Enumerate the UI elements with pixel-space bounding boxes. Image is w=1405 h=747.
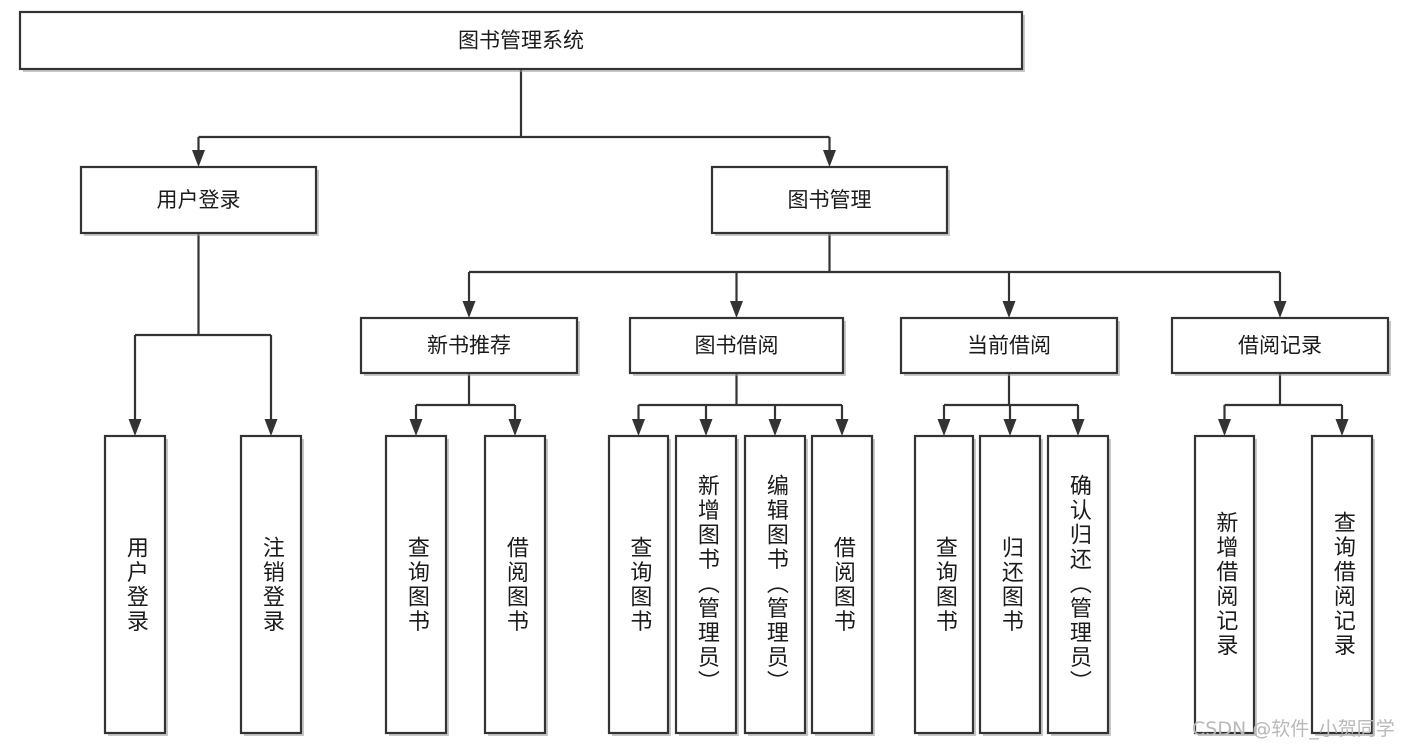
node-box-leaf_cur_2 (1046, 434, 1110, 735)
arrow-head-icon (128, 419, 142, 436)
arrow-head-icon (632, 419, 645, 436)
arrow-head-icon (937, 419, 951, 436)
node-box-l3_1 (628, 316, 845, 375)
connector-group-l3_3 (1218, 373, 1349, 436)
arrow-head-icon (823, 150, 836, 167)
node-box-leaf_rec_1 (1310, 434, 1374, 735)
node-box-leaf_borrow_0 (607, 434, 670, 735)
node-box-leaf_borrow_1 (674, 434, 738, 735)
arrow-head-icon (699, 419, 713, 436)
node-box-leaf_new_1 (483, 434, 547, 735)
node-box-layer (18, 10, 1391, 736)
arrow-head-icon (768, 419, 782, 436)
node-box-leaf_login_1 (239, 434, 303, 735)
arrow-head-icon (1071, 419, 1085, 436)
node-box-leaf_login_0 (103, 434, 167, 735)
arrow-head-icon (1335, 419, 1349, 436)
node-label-l3_1: 图书借阅 (695, 334, 779, 358)
arrow-head-icon (1003, 419, 1017, 436)
node-box-l3_2 (899, 316, 1119, 375)
node-box-l2_0 (79, 165, 318, 235)
connector-group-l2_1 (462, 233, 1287, 318)
connector-group-l2_0 (128, 233, 278, 436)
node-box-leaf_borrow_3 (810, 434, 874, 735)
node-box-leaf_new_0 (384, 434, 448, 735)
node-box-root (18, 10, 1024, 71)
arrow-head-icon (1002, 301, 1016, 318)
node-label-l3_2: 当前借阅 (967, 334, 1051, 358)
connector-group-l3_0 (409, 373, 522, 436)
arrow-head-icon (409, 419, 423, 436)
arrow-head-icon (508, 419, 522, 436)
arrow-head-icon (835, 419, 849, 436)
node-label-l3_3: 借阅记录 (1238, 334, 1322, 358)
connector-group-l3_2 (937, 373, 1085, 436)
arrow-head-icon (730, 301, 743, 318)
node-label-l2_1: 图书管理 (788, 188, 872, 212)
node-box-leaf_cur_1 (978, 434, 1042, 735)
arrow-head-icon (1273, 301, 1287, 318)
node-box-leaf_cur_0 (913, 434, 975, 735)
node-label-l2_0: 用户登录 (157, 188, 241, 212)
arrow-head-icon (1218, 419, 1231, 436)
arrow-head-icon (264, 419, 278, 436)
node-box-l2_1 (710, 165, 949, 235)
node-label-l3_0: 新书推荐 (427, 334, 511, 358)
node-box-leaf_borrow_2 (743, 434, 807, 735)
connector-layer (128, 69, 1349, 436)
node-label-root: 图书管理系统 (458, 29, 584, 53)
connector-group-l3_1 (632, 373, 849, 436)
node-box-leaf_rec_0 (1193, 434, 1256, 735)
arrow-head-icon (192, 150, 205, 167)
node-box-l3_3 (1170, 316, 1390, 375)
csdn-watermark: CSDN @软件_小贺同学 (1192, 718, 1395, 740)
connector-group-root (192, 69, 836, 167)
arrow-head-icon (462, 301, 476, 318)
node-box-l3_0 (359, 316, 579, 375)
